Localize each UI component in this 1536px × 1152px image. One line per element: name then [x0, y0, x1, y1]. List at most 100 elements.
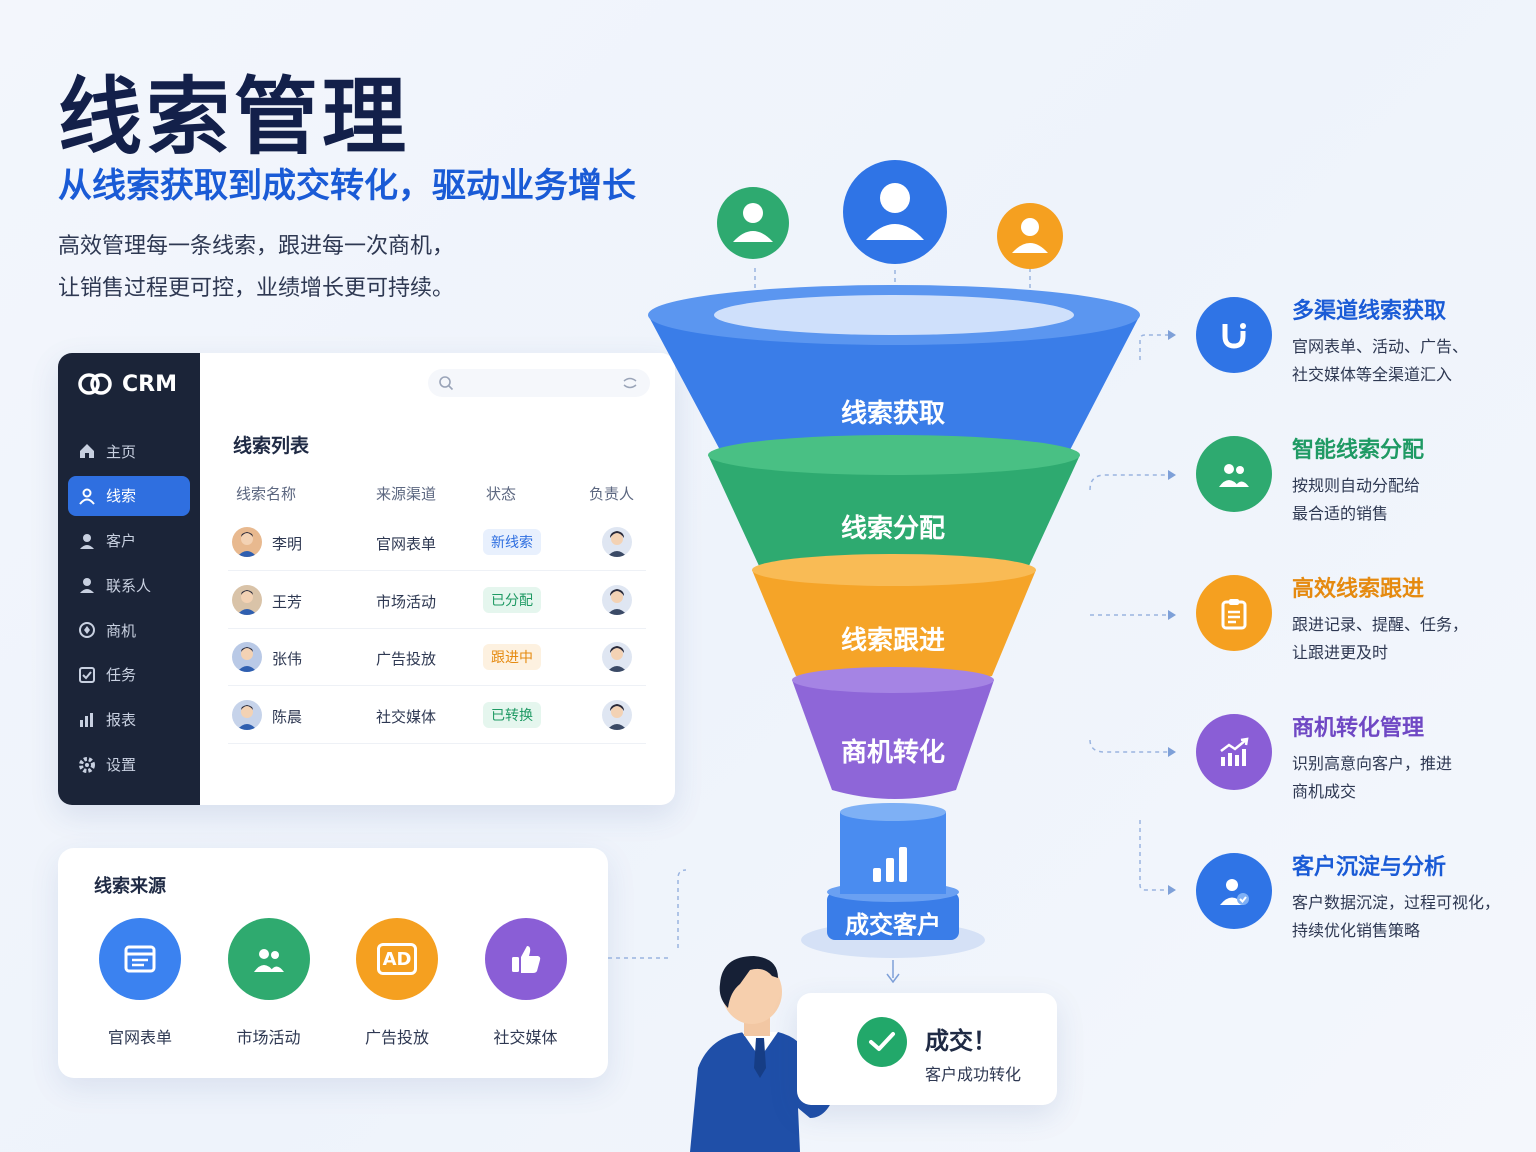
feature-title: 客户沉淀与分析	[1292, 855, 1447, 880]
feature-desc-line-2: 让跟进更及时	[1292, 643, 1389, 662]
lead-source-item[interactable]: 市场活动	[214, 918, 324, 1048]
page-subtitle: 从线索获取到成交转化，驱动业务增长	[58, 166, 636, 206]
feature-description: 按规则自动分配给最合适的销售	[1292, 472, 1420, 528]
home-icon	[80, 444, 94, 458]
feature-item: 智能线索分配按规则自动分配给最合适的销售	[1196, 436, 1526, 526]
sidebar-item-6[interactable]: 报表	[68, 700, 190, 740]
feature-desc-line-2: 商机成交	[1292, 782, 1357, 801]
sidebar-item-label: 任务	[106, 666, 137, 685]
funnel-base-lower	[827, 892, 959, 940]
feature-desc-line-2: 最合适的销售	[1292, 504, 1389, 523]
deal-subtitle: 客户成功转化	[925, 1065, 1022, 1084]
feature-item: 高效线索跟进跟进记录、提醒、任务，让跟进更及时	[1196, 575, 1526, 665]
feature-desc-line-1: 按规则自动分配给	[1292, 476, 1421, 495]
sidebar-item-0[interactable]: 主页	[68, 431, 190, 471]
funnel-stage-2-shape	[708, 455, 1080, 579]
lead-sources-title: 线索来源	[94, 876, 166, 897]
feature-desc-line-1: 识别高意向客户，推进	[1292, 754, 1453, 773]
source-connector	[608, 869, 687, 959]
source-icon-circle	[484, 918, 567, 1000]
table-row[interactable]: 张伟 广告投放 跟进中	[228, 630, 646, 686]
sidebar-item-1[interactable]: 线索	[68, 475, 190, 516]
team-icon	[1219, 464, 1249, 487]
deal-title: 成交！	[925, 1027, 997, 1055]
status-badge: 跟进中	[483, 644, 541, 670]
status-badge: 已分配	[483, 586, 541, 613]
table-row[interactable]: 李明官网表单新线索	[228, 515, 646, 571]
lead-source: 广告投放	[376, 650, 437, 668]
sidebar-item-7[interactable]: 设置	[68, 745, 190, 785]
crm-nav: 主页线索客户联系人商机任务报表设置	[68, 431, 190, 789]
column-header-status: 状态	[486, 485, 517, 503]
bar-chart-icon	[873, 847, 907, 882]
lead-source: 社交媒体	[376, 707, 437, 726]
funnel-stage-4-shape	[792, 680, 994, 799]
table-row[interactable]: 王芳市场活动已分配	[228, 573, 646, 629]
sidebar-item-2[interactable]: 客户	[68, 521, 190, 561]
feature-desc-line-1: 客户数据沉淀，过程可视化，	[1292, 893, 1501, 912]
refresh-icon[interactable]	[622, 376, 638, 390]
funnel-stage-2-label: 线索分配	[840, 514, 945, 544]
feature-item: 商机转化管理识别高意向客户，推进商机成交	[1196, 714, 1526, 804]
source-icon-circle	[99, 918, 181, 1000]
sidebar-item-5[interactable]: 任务	[68, 655, 190, 695]
funnel-stage-3-shape	[752, 570, 1036, 686]
ad-icon: AD	[377, 943, 417, 975]
search-icon	[439, 376, 454, 391]
table-row[interactable]: 陈晨社交媒体已转换	[228, 688, 646, 744]
crm-logo[interactable]: CRM	[76, 371, 177, 397]
search-input[interactable]	[428, 369, 650, 397]
group-icon	[253, 949, 284, 972]
page-description: 高效管理每一条线索，跟进每一次商机， 让销售过程更可控，业绩增长更可持续。	[58, 226, 454, 310]
sidebar-item-label: 线索	[106, 487, 137, 506]
feature-icon-circle	[1196, 436, 1272, 512]
lead-name: 张伟	[272, 650, 303, 668]
feature-description: 客户数据沉淀，过程可视化， 持续优化销售策略	[1292, 889, 1500, 945]
feature-icon-circle	[1196, 575, 1272, 651]
feature-desc-line-2: 持续优化销售策略	[1292, 921, 1421, 940]
thumbs-up-icon	[511, 946, 540, 973]
crm-logo-icon	[78, 373, 112, 395]
lead-source-item[interactable]: 社交媒体	[471, 918, 581, 1048]
source-label: 官网表单	[107, 1028, 172, 1047]
person-icon-right	[997, 203, 1063, 269]
avatar	[232, 527, 262, 557]
source-label: 市场活动	[236, 1028, 301, 1047]
feature-title: 多渠道线索获取	[1292, 299, 1447, 324]
feature-desc-line-1: 跟进记录、提醒、任务，	[1292, 615, 1469, 634]
feature-desc-line-2: 社交媒体等全渠道汇入	[1292, 365, 1453, 384]
crm-sidebar: CRM 主页线索客户联系人商机任务报表设置	[58, 353, 200, 805]
sidebar-item-label: 联系人	[106, 576, 152, 595]
owner-avatar	[602, 699, 632, 730]
sidebar-item-3[interactable]: 联系人	[68, 565, 190, 605]
customer-icon	[80, 533, 94, 549]
sidebar-item-label: 设置	[106, 756, 137, 775]
feature-description: 跟进记录、提醒、任务， 让跟进更及时	[1292, 611, 1468, 667]
avatar	[232, 584, 262, 615]
feature-icon-circle	[1196, 853, 1272, 929]
person-icon-left	[717, 187, 789, 259]
chart-icon	[80, 712, 93, 727]
deal-success-card: 成交！ 客户成功转化	[797, 993, 1057, 1105]
feature-description: 识别高意向客户，推进商机成交	[1292, 750, 1452, 806]
sidebar-item-label: 商机	[106, 621, 137, 640]
lead-source-item[interactable]: 官网表单	[85, 918, 195, 1048]
task-icon	[79, 666, 95, 683]
funnel-stage-3-label: 线索跟进	[840, 626, 945, 656]
sidebar-item-4[interactable]: 商机	[68, 610, 190, 650]
sidebar-item-label: 主页	[106, 442, 137, 461]
description-line-1: 高效管理每一条线索，跟进每一次商机，	[58, 234, 455, 259]
feature-item: 客户沉淀与分析客户数据沉淀，过程可视化， 持续优化销售策略	[1196, 853, 1526, 943]
feature-description: 官网表单、活动、广告、社交媒体等全渠道汇入	[1292, 333, 1468, 389]
clipboard-icon	[1221, 599, 1247, 630]
crm-window: CRM 主页线索客户联系人商机任务报表设置 线索列表 线索名称 来源渠道 状态 …	[58, 353, 675, 805]
lead-source: 官网表单	[376, 535, 437, 553]
source-icon-circle: AD	[356, 918, 438, 1000]
user-icon	[79, 488, 95, 505]
funnel-stage-4-label: 商机转化	[840, 738, 945, 768]
magnet-icon	[1222, 323, 1246, 349]
customer-analysis-icon	[1220, 879, 1249, 905]
description-line-2: 让销售过程更可控，业绩增长更可持续。	[58, 276, 455, 301]
